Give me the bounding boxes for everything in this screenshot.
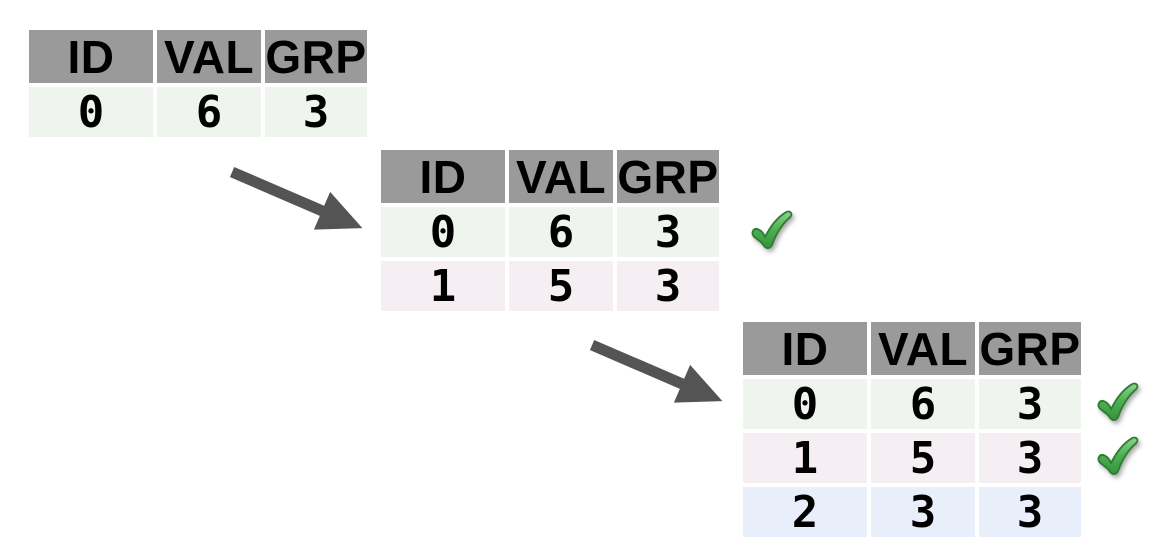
table-cell: 3 — [617, 261, 719, 312]
table-cell: 3 — [979, 487, 1081, 538]
table-cell: 3 — [871, 487, 975, 538]
table-cell: 3 — [979, 379, 1081, 430]
table-cell: 0 — [743, 379, 867, 430]
table-cell: 3 — [617, 207, 719, 258]
column-header-grp: GRP — [617, 150, 719, 203]
table-cell: 6 — [157, 87, 261, 138]
table-cell: 0 — [29, 87, 153, 138]
checkmark-icon — [1097, 436, 1139, 475]
table-cell: 3 — [265, 87, 367, 138]
table-cell: 5 — [871, 433, 975, 484]
table-cell: 5 — [509, 261, 613, 312]
column-header-grp: GRP — [979, 322, 1081, 375]
table-cell: 2 — [743, 487, 867, 538]
table-cell: 6 — [509, 207, 613, 258]
column-header-id: ID — [743, 322, 867, 375]
column-header-grp: GRP — [265, 30, 367, 83]
table-cell: 6 — [871, 379, 975, 430]
column-header-val: VAL — [871, 322, 975, 375]
table-cell: 1 — [743, 433, 867, 484]
column-header-id: ID — [29, 30, 153, 83]
checkmark-icon — [751, 210, 793, 249]
arrow-icon — [229, 166, 363, 230]
table-cell: 3 — [979, 433, 1081, 484]
table-cell: 1 — [381, 261, 505, 312]
column-header-id: ID — [381, 150, 505, 203]
column-header-val: VAL — [157, 30, 261, 83]
column-header-val: VAL — [509, 150, 613, 203]
checkmark-icon — [1097, 382, 1139, 421]
arrow-icon — [589, 339, 723, 403]
table-cell: 0 — [381, 207, 505, 258]
